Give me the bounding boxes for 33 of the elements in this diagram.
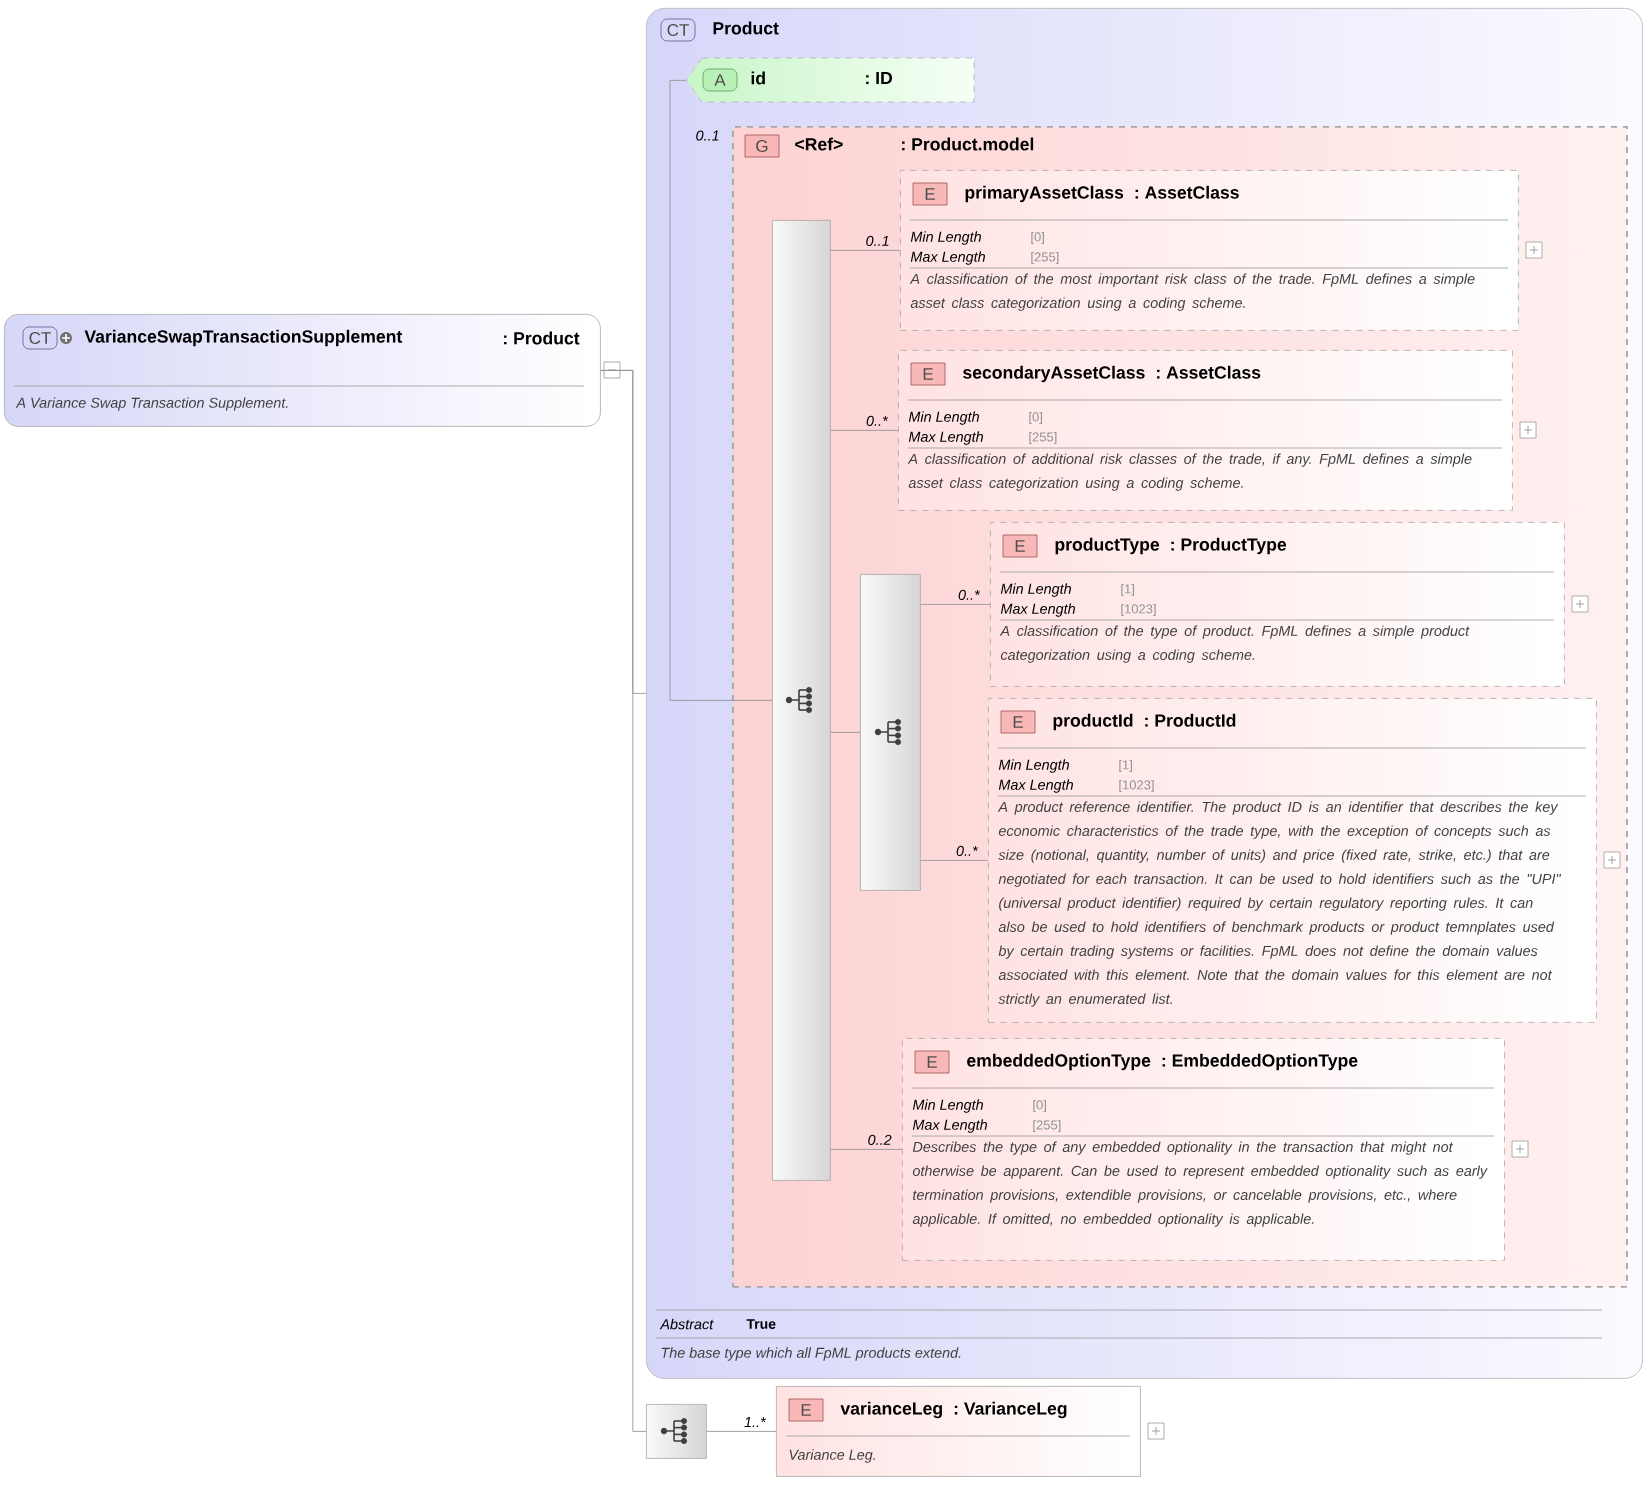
type-name: Product	[713, 21, 779, 35]
connector	[830, 430, 899, 431]
connector	[830, 1149, 903, 1150]
badge: E	[912, 182, 948, 206]
element-title: productType : ProductType	[1055, 537, 1287, 555]
attribute-box	[685, 57, 975, 103]
badge: E	[788, 1398, 824, 1422]
connector	[830, 732, 861, 733]
element-title: secondaryAssetClass : AssetClass	[963, 365, 1261, 383]
element-title: embeddedOptionType : EmbeddedOptionType	[967, 1053, 1358, 1071]
group-name: <Ref>	[795, 137, 843, 151]
type-name: VarianceSwapTransactionSupplement	[84, 329, 403, 347]
connector	[706, 1431, 777, 1432]
badge: E	[910, 362, 946, 386]
connector	[669, 80, 773, 701]
badge: A	[702, 68, 738, 92]
badge: E	[1002, 534, 1038, 558]
connector	[920, 860, 989, 861]
badge: E	[1000, 710, 1036, 734]
badge: CT	[660, 18, 696, 42]
element-title: productId : ProductId	[1053, 713, 1236, 731]
base-type: : Product	[504, 331, 580, 345]
badge: G	[744, 134, 780, 158]
group-type: : Product.model	[902, 137, 1034, 151]
connector	[920, 604, 991, 605]
element-title: primaryAssetClass : AssetClass	[965, 185, 1239, 203]
connector	[600, 370, 647, 1432]
attribute-name: id	[751, 71, 765, 85]
badge: CT	[22, 326, 58, 350]
connector	[830, 250, 901, 251]
element-title: varianceLeg : VarianceLeg	[840, 1401, 1067, 1419]
badge: E	[914, 1050, 950, 1074]
attribute-type: : ID	[866, 71, 893, 85]
